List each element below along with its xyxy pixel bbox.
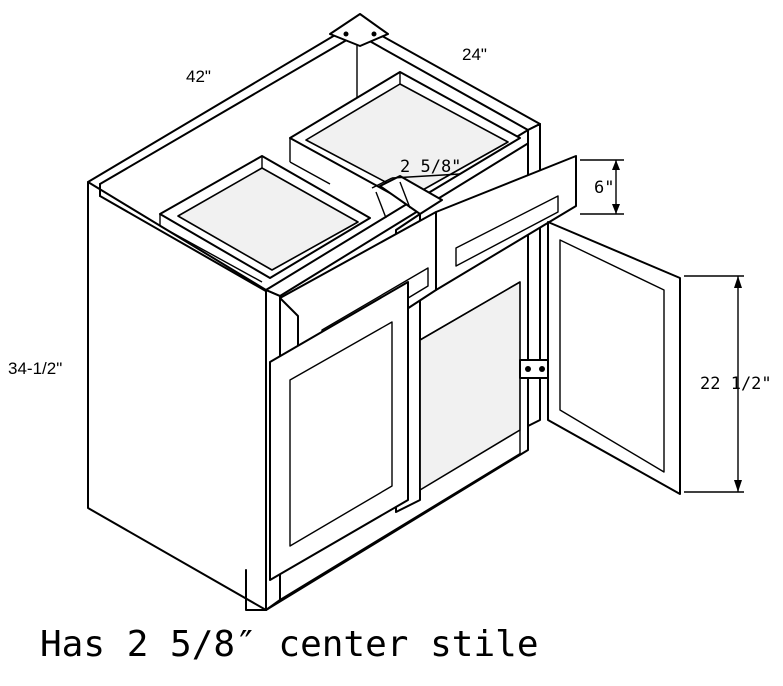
height-label: 34-1/2" [8, 359, 62, 378]
door-right-open [519, 221, 681, 495]
depth-label: 24" [462, 45, 487, 64]
drawer-box-left [159, 155, 371, 283]
toe-kick [265, 425, 529, 611]
caption: Has 2 5/8″ center stile [40, 624, 539, 665]
drawer-height-label: 6" [594, 178, 614, 198]
width-label: 42" [186, 67, 211, 86]
corner-bracket-icon [329, 13, 389, 47]
hinge-icon [519, 359, 549, 379]
dimension-lines [371, 159, 744, 493]
face-frame-right-stile [527, 123, 541, 427]
center-stile-label: 2 5/8" [400, 157, 461, 177]
door-height-label: 22 1/2" [700, 374, 772, 394]
drawer-front-right [435, 155, 577, 291]
drawer-box-right [289, 71, 521, 205]
door-left [269, 281, 409, 581]
